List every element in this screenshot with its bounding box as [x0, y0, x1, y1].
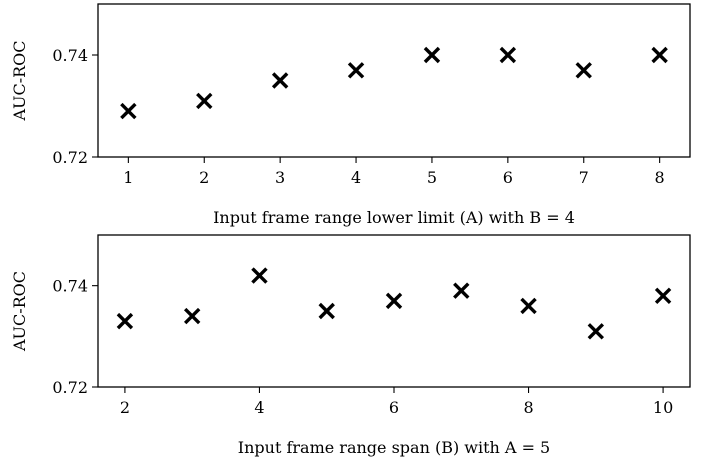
bottom-y-axis-label: AUC-ROC — [10, 271, 29, 352]
top-data-point — [651, 46, 668, 64]
bottom-data-point — [520, 297, 537, 315]
bottom-data-point — [587, 323, 605, 340]
bottom-data-point — [654, 287, 672, 305]
bottom-data-point — [251, 267, 268, 284]
top-y-tick-label: 0.72 — [52, 148, 88, 167]
bottom-x-tick-label: 2 — [120, 398, 130, 417]
top-data-point — [196, 92, 213, 110]
bottom-data-point — [116, 312, 134, 330]
top-x-tick-label: 7 — [579, 168, 589, 187]
top-data-point — [499, 46, 517, 64]
bottom-y-tick-label: 0.74 — [52, 277, 88, 296]
bottom-x-tick-label: 8 — [523, 398, 533, 417]
top-data-point — [271, 72, 289, 89]
top-x-tick-label: 5 — [427, 168, 437, 187]
top-y-axis-label: AUC-ROC — [10, 40, 29, 121]
top-data-point — [423, 46, 441, 64]
bottom-data-point — [385, 292, 403, 310]
bottom-data-point — [183, 307, 201, 325]
top-plot-frame — [97, 3, 691, 158]
top-x-axis-label: Input frame range lower limit (A) with B… — [213, 208, 575, 227]
top-x-tick-label: 4 — [351, 168, 361, 187]
top-y-tick-label: 0.74 — [52, 46, 88, 65]
top-data-point — [120, 102, 137, 120]
bottom-y-tick-label: 0.72 — [52, 378, 88, 397]
top-x-tick-label: 1 — [123, 168, 133, 187]
bottom-data-point — [318, 302, 335, 320]
bottom-x-tick-label: 10 — [653, 398, 673, 417]
bottom-x-axis-label: Input frame range span (B) with A = 5 — [238, 438, 550, 457]
top-data-point — [347, 62, 365, 79]
top-x-tick-label: 6 — [503, 168, 513, 187]
top-x-tick-label: 3 — [275, 168, 285, 187]
top-x-tick-label: 8 — [655, 168, 665, 187]
bottom-x-tick-label: 6 — [389, 398, 399, 417]
bottom-x-tick-label: 4 — [254, 398, 264, 417]
top-data-point — [575, 62, 592, 79]
top-x-tick-label: 2 — [199, 168, 209, 187]
bottom-data-point — [453, 282, 470, 299]
